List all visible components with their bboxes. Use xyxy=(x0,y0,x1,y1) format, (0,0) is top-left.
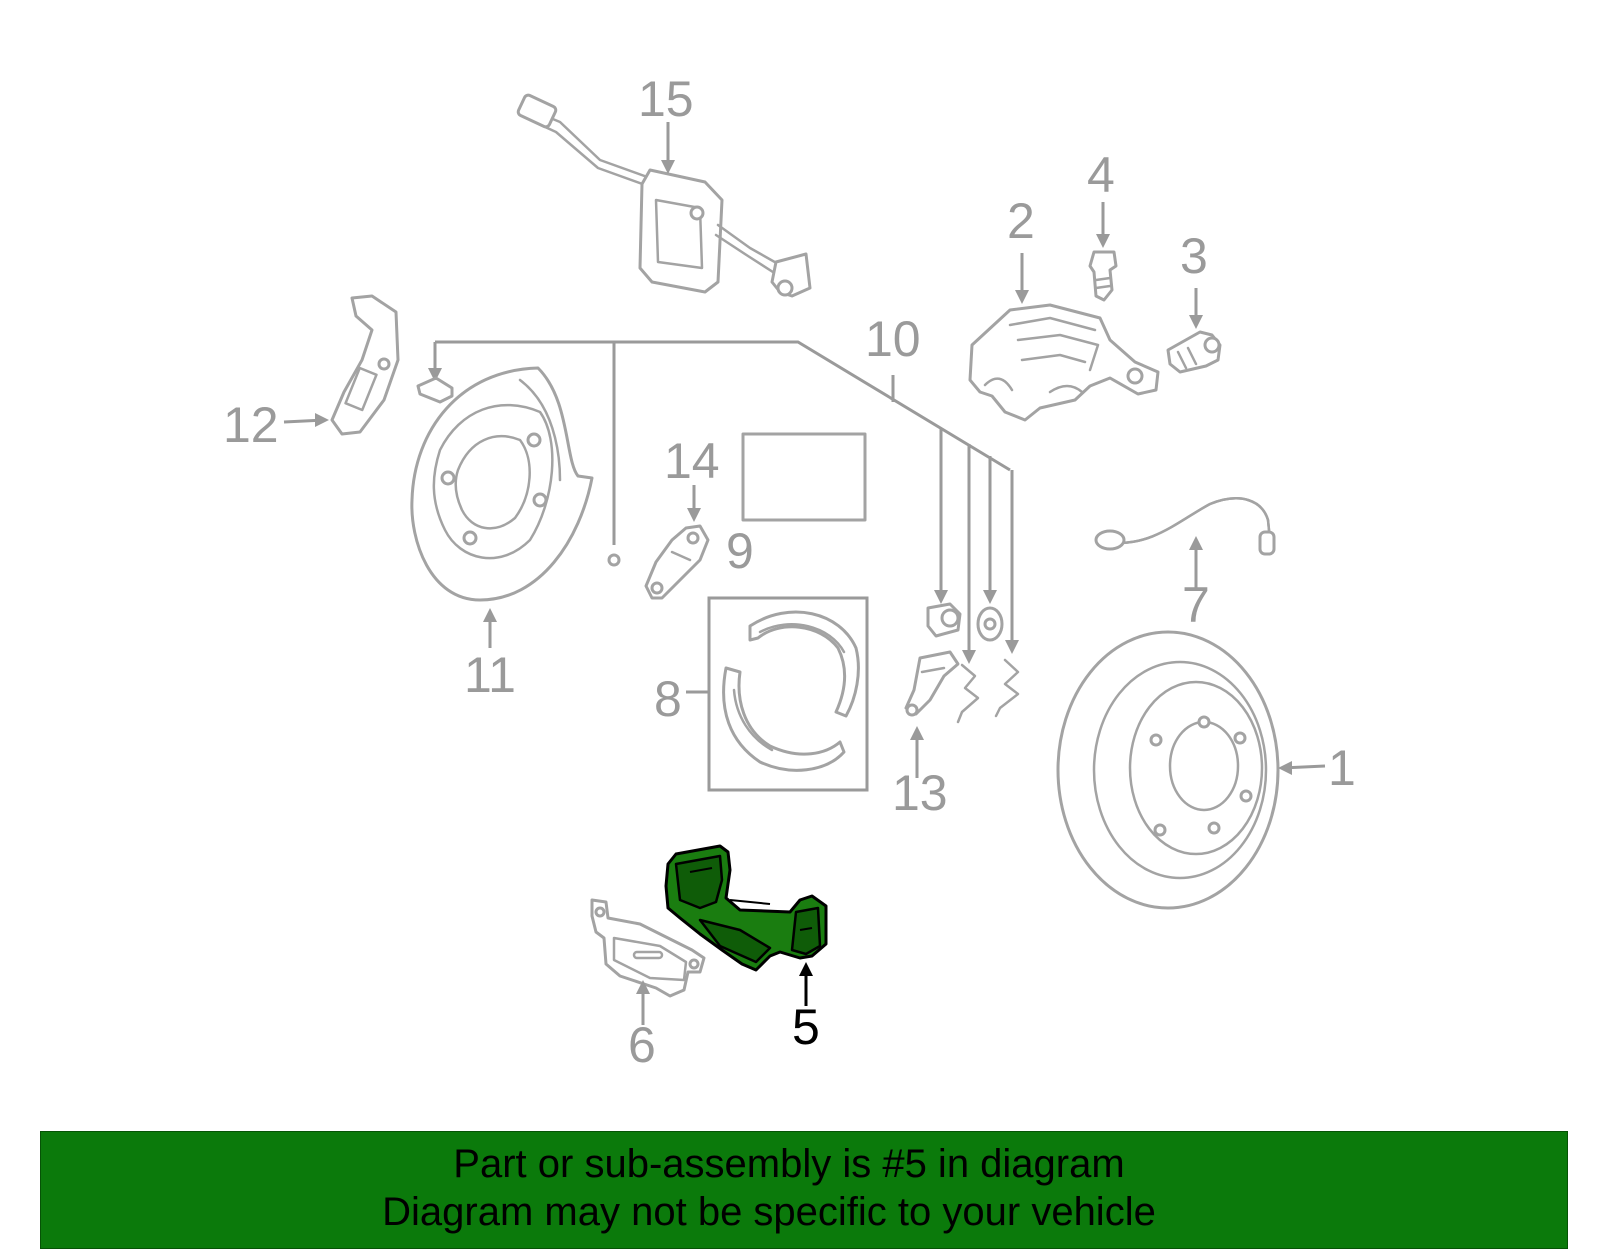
part-3-caliper-bolt[interactable] xyxy=(1166,330,1222,374)
callout-12: 12 xyxy=(223,397,279,453)
part-2-caliper[interactable] xyxy=(968,303,1160,422)
callout-1: 1 xyxy=(1328,740,1356,796)
part-10-hardware[interactable] xyxy=(416,376,1020,724)
callout-15: 15 xyxy=(638,71,694,127)
part-11-backing-plate[interactable] xyxy=(410,366,594,602)
callout-10: 10 xyxy=(865,311,921,367)
part-14-adjuster[interactable] xyxy=(644,524,710,600)
part-1-rotor[interactable] xyxy=(1056,630,1280,910)
part-9-label-card[interactable] xyxy=(741,432,867,522)
callout-7: 7 xyxy=(1182,577,1210,633)
callout-11: 11 xyxy=(464,647,516,703)
callout-9: 9 xyxy=(726,523,754,579)
callout-5: 5 xyxy=(792,999,820,1055)
banner-part-note: Part or sub-assembly is #5 in diagram xyxy=(453,1142,1125,1186)
callout-14: 14 xyxy=(664,433,720,489)
callout-3: 3 xyxy=(1180,228,1208,284)
part-7-brake-hose[interactable] xyxy=(1094,497,1276,556)
parts-diagram: 1 2 3 4 5 6 7 8 9 10 11 12 13 14 15 xyxy=(223,71,1356,1073)
part-5-caliper-bracket[interactable] xyxy=(664,844,828,972)
callout-13: 13 xyxy=(892,765,948,821)
part-4-bleeder-screw[interactable] xyxy=(1088,250,1118,302)
banner-disclaimer: Diagram may not be specific to your vehi… xyxy=(382,1190,1156,1234)
callout-8: 8 xyxy=(654,671,682,727)
part-15-abs-sensor[interactable] xyxy=(516,93,812,298)
part-12-bracket[interactable] xyxy=(330,294,400,436)
part-8-brake-shoes[interactable] xyxy=(707,596,869,792)
part-6-brake-pad[interactable] xyxy=(590,898,706,998)
callout-6: 6 xyxy=(628,1017,656,1073)
callout-4: 4 xyxy=(1087,147,1115,203)
info-banner: Part or sub-assembly is #5 in diagram Di… xyxy=(40,1131,1568,1249)
part-13-hold-down-pin[interactable] xyxy=(904,650,960,717)
callout-2: 2 xyxy=(1007,193,1035,249)
